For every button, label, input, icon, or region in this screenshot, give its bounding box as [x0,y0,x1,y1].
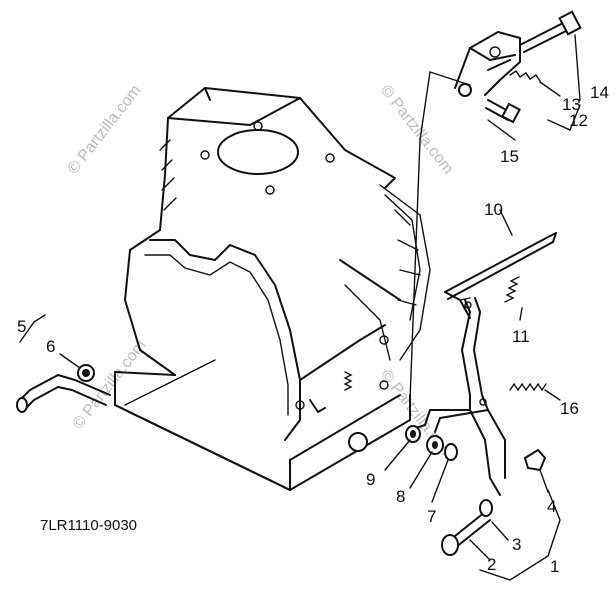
bolt-14 [519,10,582,53]
callout-3: 3 [512,535,521,554]
governor-rod [444,232,557,319]
nut-8 [426,435,444,455]
governor-lever [409,297,506,496]
callout-2: 2 [487,555,496,574]
callouts: 1 2 3 4 5 6 7 8 9 10 11 12 13 14 15 16 [17,83,609,576]
callout-1: 1 [550,557,559,576]
callout-8: 8 [396,487,405,506]
callout-5: 5 [17,317,26,336]
callout-14: 14 [590,83,609,102]
callout-4: 4 [547,497,556,516]
control-bracket [454,31,521,97]
engine-crankcase [114,87,431,491]
callout-7: 7 [427,507,436,526]
callout-10: 10 [484,200,503,219]
bolt-2 [441,499,493,556]
watermark-group: © Partzilla.com © Partzilla.com © Partzi… [65,82,457,462]
watermark-3: © Partzilla.com [70,337,150,432]
washer-9 [405,425,421,443]
callout-11: 11 [512,327,530,346]
callout-15: 15 [500,147,519,166]
spring-13 [509,70,541,82]
callout-9: 9 [366,470,375,489]
washer-7 [444,443,458,461]
leader-lines [19,34,581,581]
watermark-1: © Partzilla.com [65,82,145,177]
screw-15 [485,99,521,124]
spring-16 [509,382,547,392]
callout-12: 12 [569,111,588,130]
watermark-2: © Partzilla.com [377,82,457,177]
spring-11 [504,276,520,303]
watermark-4: © Partzilla.com [377,367,457,462]
callout-16: 16 [560,399,579,418]
rod-5 [16,364,111,413]
callout-13: 13 [562,95,581,114]
part-code: 7LR1110-9030 [40,517,137,534]
callout-6: 6 [46,337,55,356]
nut-4 [523,448,547,472]
